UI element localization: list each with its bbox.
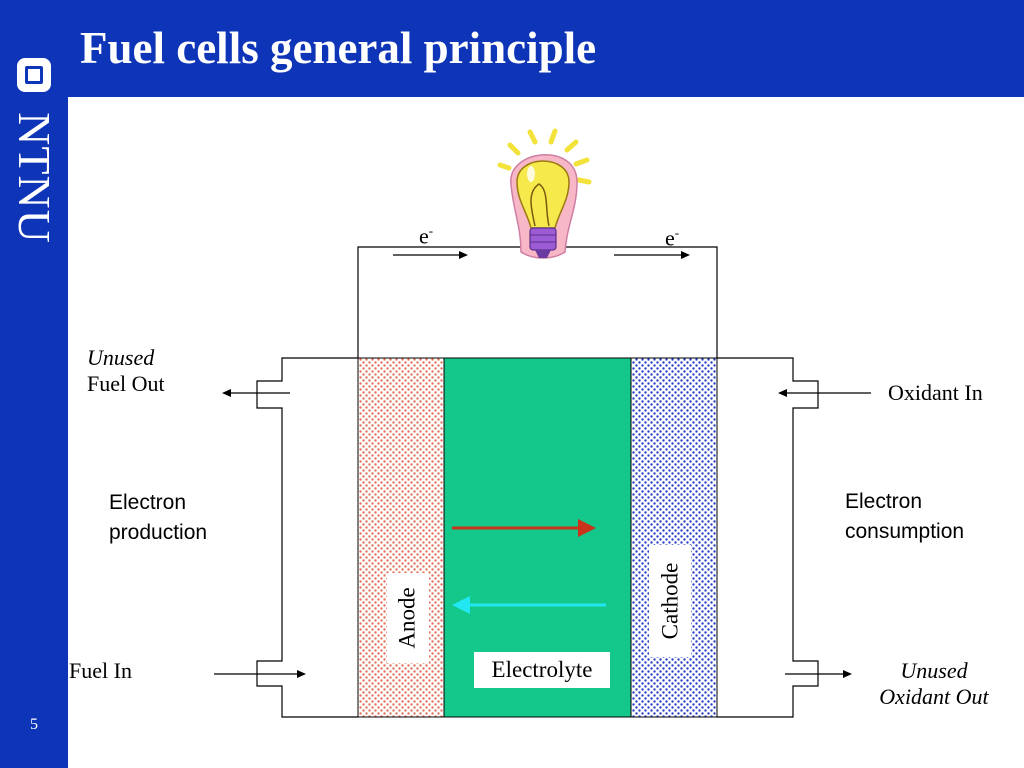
electron-flow-arrow-right — [614, 251, 690, 259]
fuel-in-arrow — [214, 670, 306, 678]
ion-arrow-right — [452, 519, 596, 537]
oxidant-chamber-housing — [717, 357, 819, 718]
electrolyte-label: Electrolyte — [474, 652, 610, 688]
anode-label: Anode — [387, 573, 429, 663]
electron-production-label: Electron production — [109, 491, 208, 544]
anode-layer — [357, 357, 445, 718]
electron-label-right: e- — [665, 225, 680, 251]
oxidant-in-arrow — [778, 389, 871, 397]
unused-oxidant-out-label: Unused Oxidant Out — [879, 658, 989, 709]
ion-arrow-left — [452, 596, 606, 614]
page-number: 5 — [30, 716, 38, 733]
slide-title: Fuel cells general principle — [80, 23, 597, 73]
lightbulb-icon — [497, 128, 592, 259]
cathode-label: Cathode — [649, 545, 691, 657]
electron-label-left: e- — [419, 223, 434, 249]
unused-fuel-out-label: Unused Fuel Out — [87, 345, 165, 396]
fuel-out-arrow — [222, 389, 290, 397]
fuel-chamber-housing — [256, 357, 358, 718]
oxidant-out-arrow — [785, 670, 852, 678]
ntnu-logo-text: NTNU — [9, 112, 60, 244]
ntnu-logo-icon — [17, 58, 51, 92]
fuel-in-label: Fuel In — [69, 658, 132, 683]
sidebar-band — [0, 0, 68, 768]
electron-flow-arrow-left — [393, 251, 468, 259]
electron-consumption-label: Electron consumption — [845, 490, 965, 543]
oxidant-in-label: Oxidant In — [888, 380, 983, 405]
title-bar — [68, 0, 1024, 97]
cathode-layer — [630, 357, 718, 718]
circuit-wire — [357, 246, 718, 358]
